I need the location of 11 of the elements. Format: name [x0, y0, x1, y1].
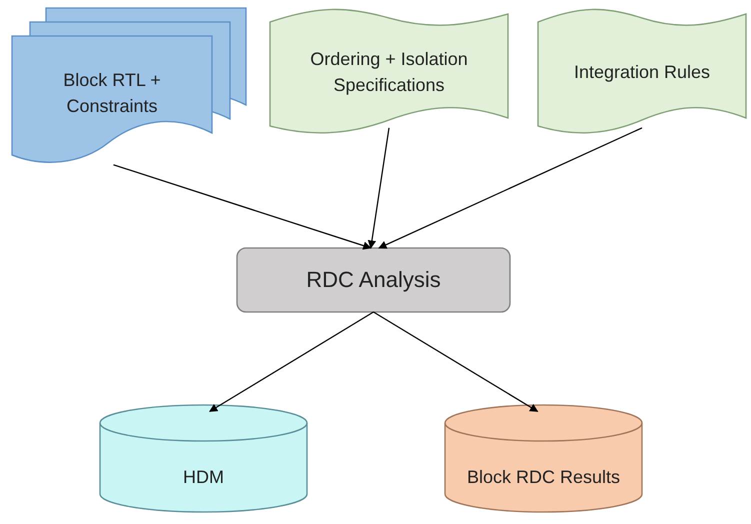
node-label: Block RTL + Constraints [62, 69, 162, 118]
arrow [113, 164, 372, 250]
node-label: RDC Analysis [306, 267, 441, 293]
node-label: HDM [183, 466, 224, 488]
node-label: Integration Rules [574, 61, 710, 84]
node-label: Ordering + Isolation Specifications [309, 48, 469, 97]
arrow [368, 128, 390, 249]
arrow [209, 311, 374, 412]
arrow [373, 311, 538, 412]
arrow [378, 127, 642, 249]
node-label: Block RDC Results [466, 466, 620, 488]
